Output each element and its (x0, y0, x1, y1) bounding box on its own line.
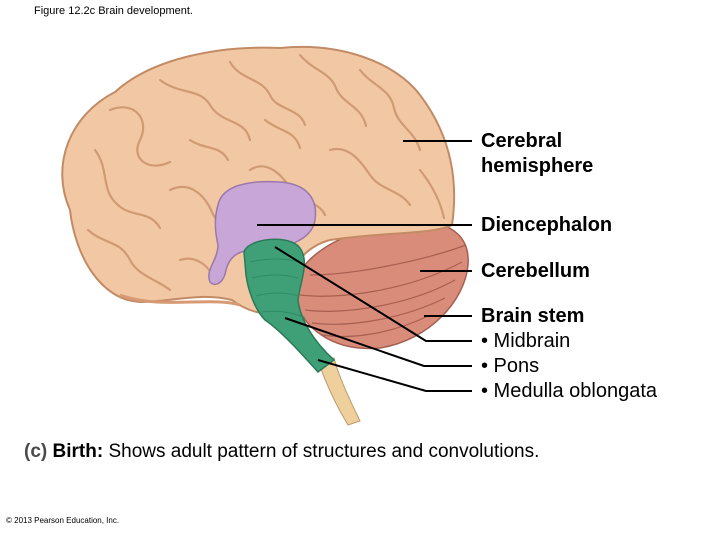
label-cerebral-line1: Cerebral (481, 129, 562, 154)
label-cerebellum: Cerebellum (481, 259, 590, 284)
label-pons: • Pons (481, 354, 539, 379)
caption-text: Shows adult pattern of structures and co… (103, 441, 539, 462)
label-diencephalon: Diencephalon (481, 213, 612, 238)
copyright: © 2013 Pearson Education, Inc. (6, 516, 119, 525)
label-brain-stem: Brain stem (481, 304, 584, 329)
caption-bold: Birth: (53, 441, 104, 462)
label-cerebral-line2: hemisphere (481, 154, 593, 179)
caption-letter: (c) (24, 441, 47, 462)
figure-caption: (c) Birth: Shows adult pattern of struct… (24, 441, 539, 463)
label-medulla: • Medulla oblongata (481, 379, 657, 404)
label-midbrain: • Midbrain (481, 329, 570, 354)
